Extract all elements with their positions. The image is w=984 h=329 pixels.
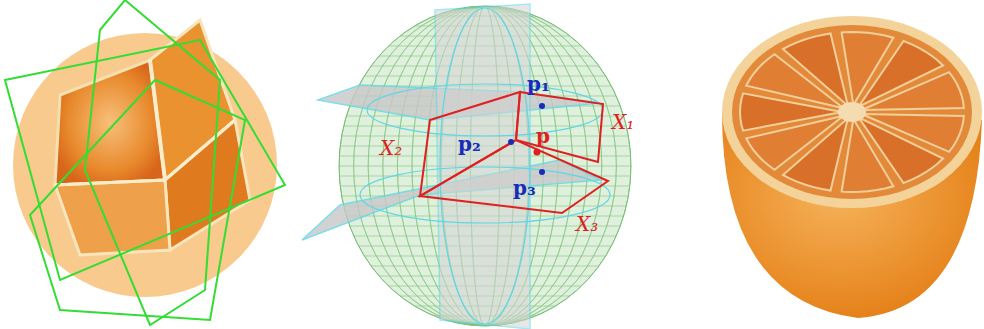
- section-planes: [302, 4, 610, 329]
- point-label: p₃: [513, 178, 536, 198]
- region-label: X₃: [576, 214, 598, 234]
- point-label: p₂: [458, 134, 481, 154]
- half-orange: [722, 16, 982, 318]
- cutting-planes: [5, 0, 285, 325]
- region-label: X₂: [380, 138, 402, 158]
- point-label: p₁: [527, 74, 550, 94]
- region-label: X₁: [612, 112, 634, 132]
- point-label: p: [536, 126, 550, 146]
- red-quadrilaterals: [420, 92, 608, 213]
